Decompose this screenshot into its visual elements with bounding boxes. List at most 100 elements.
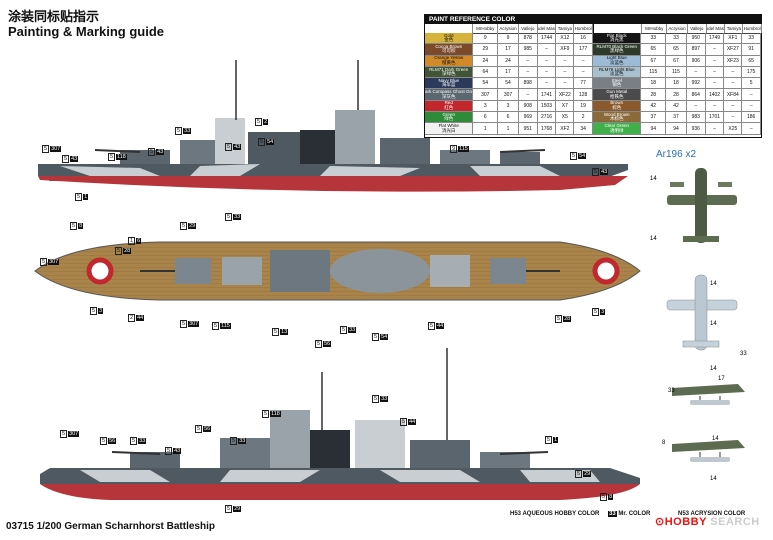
callout-hobby-code: 5	[62, 155, 70, 163]
code-val: 906	[687, 55, 706, 66]
callout-mr-code: 56	[203, 426, 212, 432]
page-title: Painting & Marking guide	[8, 24, 165, 39]
callout-hobby-code: 5	[195, 425, 203, 433]
column-header: Model Master	[707, 24, 726, 33]
column-header: Color	[594, 24, 643, 33]
code-tam: XF1	[724, 33, 743, 44]
callout-mr-code: 13	[280, 329, 289, 335]
code-hum: 19	[574, 100, 593, 112]
code-mm: –	[706, 44, 725, 55]
callout-mr-code: 1	[553, 437, 559, 443]
code-tam: X12	[556, 33, 575, 44]
column-header: Humbrol	[574, 24, 593, 33]
legend-acrysion-code: N53	[678, 511, 690, 517]
callout-hobby-code: 5	[272, 328, 280, 336]
callout-mr-code: 29	[233, 506, 242, 512]
color-name-cn: 红色	[444, 104, 454, 110]
code-hum: 77	[574, 78, 593, 89]
code-acr: 3	[498, 100, 519, 112]
aircraft-number: 14	[710, 366, 717, 372]
callout-hobby-code: 5	[165, 447, 173, 455]
brand-suffix: SEARCH	[706, 516, 760, 528]
callout-mr-code: 8	[78, 223, 84, 229]
table-heading: PAINT REFERENCE COLOR	[425, 15, 761, 24]
callout-mr-code: 43	[600, 169, 609, 175]
color-name-cn: 黑绿色	[609, 48, 624, 54]
legend-aqueous-code: H53	[510, 511, 522, 517]
code-mr: 18	[641, 78, 667, 89]
callout-mr-code: 307	[68, 431, 80, 437]
code-hum: 175	[742, 66, 761, 78]
code-val: 864	[687, 89, 706, 100]
column-header: Color	[425, 24, 474, 33]
callout-mr-code: 54	[578, 153, 587, 159]
code-mr: 28	[641, 89, 667, 100]
code-hum: 91	[742, 44, 761, 55]
bottom-ship-profile	[40, 348, 640, 500]
code-acr: 1	[498, 123, 519, 134]
callout-mr-code: 33	[238, 438, 247, 444]
callout-mr-code: 54	[266, 139, 275, 145]
callout-mr-code: 44	[136, 315, 145, 321]
code-val: 992	[687, 78, 706, 89]
code-mr: 94	[641, 123, 667, 134]
color-name-cn: 淡蓝色	[609, 59, 624, 65]
color-name-cn: 海军蓝	[441, 82, 456, 88]
color-name: RLM71 Dark Green	[429, 66, 469, 72]
color-name: Cocoa Brown	[435, 44, 463, 49]
callout-hobby-code: 5	[225, 213, 233, 221]
code-mm: 2716	[538, 112, 557, 123]
callout-hobby-code: 9	[450, 145, 458, 153]
callout-mr-code: 115	[458, 146, 469, 152]
callout-mr-code: 43	[173, 448, 182, 454]
code-tam: XF22	[556, 89, 575, 100]
code-acr: 67	[666, 55, 687, 66]
callout-hobby-code: 2	[128, 314, 136, 322]
callout-mr-code: 33	[233, 214, 242, 220]
aircraft-number: 17	[718, 376, 725, 382]
code-hum: –	[574, 55, 593, 66]
code-mr: 3	[473, 100, 499, 112]
callout-mr-code: 118	[116, 154, 127, 160]
color-name: Gun Metal	[606, 89, 628, 95]
color-name: Navy Blue	[438, 78, 459, 83]
callout-hobby-code: 5	[212, 322, 220, 330]
color-name-cn: 透明绿	[609, 127, 624, 133]
callout-mr-code: 29	[583, 471, 592, 477]
callout-hobby-code: 5	[100, 437, 108, 445]
code-val: –	[519, 55, 538, 66]
top-ship-profile	[38, 60, 628, 192]
code-mr: 33	[641, 33, 667, 44]
code-val: –	[519, 66, 538, 78]
code-acr: 94	[666, 123, 687, 134]
aircraft-number: 33	[740, 351, 747, 357]
deck-top-view	[34, 241, 641, 301]
code-mr: 65	[641, 44, 667, 55]
callout-hobby-code: 5	[428, 322, 436, 330]
